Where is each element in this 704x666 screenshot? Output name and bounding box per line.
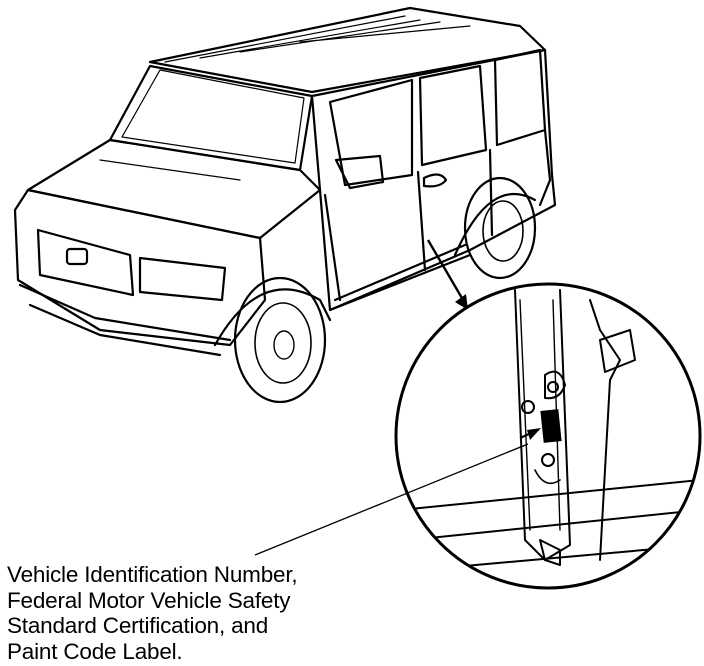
callout <box>254 239 702 590</box>
bolt-left <box>521 400 535 414</box>
callout-line-3: Standard Certification, and <box>7 613 269 638</box>
front-wheel <box>233 276 327 404</box>
front-wheel-arch <box>213 288 332 347</box>
door-seam-front <box>323 193 342 302</box>
callout-line-4: Paint Code Label. <box>7 638 183 664</box>
door-seam-center <box>416 170 427 272</box>
rear-wheel-arch <box>453 192 537 257</box>
callout-caption: Vehicle Identification Number, Federal M… <box>7 562 367 664</box>
door-seam-rear <box>488 148 494 237</box>
front-bumper <box>18 283 232 357</box>
side-mirror <box>334 154 385 190</box>
sill-line-1 <box>399 479 700 511</box>
pointer-arrow-body <box>426 239 468 306</box>
callout-line-2: Federal Motor Vehicle Safety <box>7 587 291 613</box>
quarter-window <box>493 48 547 147</box>
leader-line <box>254 443 529 556</box>
detail-arrow-head <box>527 428 541 440</box>
roof <box>148 6 547 94</box>
windshield <box>108 64 314 172</box>
bolt-bottom <box>541 453 555 467</box>
sill-line-2 <box>409 509 700 541</box>
pointer-arrow-head <box>455 294 468 310</box>
striker-bracket <box>544 370 566 400</box>
body-side <box>310 48 557 312</box>
rear-wheel <box>463 176 537 280</box>
headlight <box>138 256 227 302</box>
grille <box>36 228 135 297</box>
vehicle-drawing <box>13 6 557 404</box>
emblem <box>65 247 89 266</box>
rear-door-edge <box>589 299 621 561</box>
rocker-panel <box>328 243 472 312</box>
door-handle <box>422 173 448 188</box>
rear-side-window <box>418 64 488 167</box>
callout-line-1: Vehicle Identification Number, <box>7 562 298 587</box>
front-fascia <box>13 188 267 347</box>
hood <box>26 138 322 240</box>
bolt-top <box>547 381 559 393</box>
vin-label-marker <box>540 409 562 443</box>
front-side-window <box>328 78 414 187</box>
door-latch <box>599 329 636 373</box>
